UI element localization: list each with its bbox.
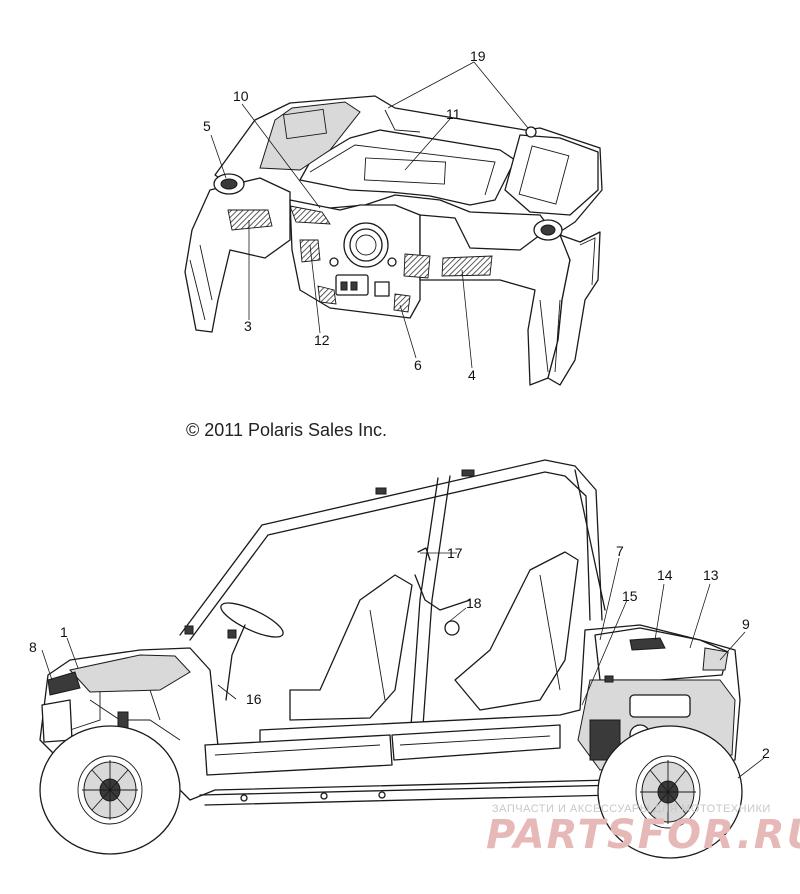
callouts-top: 19 10 5 11 3 12 6 4 (203, 48, 529, 383)
vehicle-side-view-drawing (39, 459, 743, 859)
callout-9: 9 (742, 616, 750, 632)
callout-16: 16 (246, 691, 262, 707)
callout-6: 6 (414, 357, 422, 373)
watermark-logo: PARTSFOR.RU (486, 812, 800, 858)
copyright-notice: © 2011 Polaris Sales Inc. (186, 420, 387, 440)
callout-10: 10 (233, 88, 249, 104)
callout-17: 17 (447, 545, 463, 561)
callout-4: 4 (468, 367, 476, 383)
callout-13: 13 (703, 567, 719, 583)
callout-2: 2 (762, 745, 770, 761)
callout-8: 8 (29, 639, 37, 655)
callout-15: 15 (622, 588, 638, 604)
callout-11: 11 (446, 106, 461, 122)
callout-5: 5 (203, 118, 211, 134)
callout-7: 7 (616, 543, 624, 559)
dash-assembly-drawing (184, 95, 603, 386)
callout-18: 18 (466, 595, 482, 611)
callout-14: 14 (657, 567, 673, 583)
watermark-tagline: ЗАПЧАСТИ И АКСЕССУАРЫ ДЛЯ МОТОТЕХНИКИ (492, 803, 771, 815)
callout-12: 12 (314, 332, 330, 348)
callout-3: 3 (244, 318, 252, 334)
callouts-bottom: 1 8 2 9 13 14 7 15 17 18 16 (29, 543, 770, 779)
callout-19: 19 (470, 48, 486, 64)
partsfor-watermark: ЗАПЧАСТИ И АКСЕССУАРЫ ДЛЯ МОТОТЕХНИКИ PA… (486, 803, 800, 858)
callout-1: 1 (60, 624, 68, 640)
